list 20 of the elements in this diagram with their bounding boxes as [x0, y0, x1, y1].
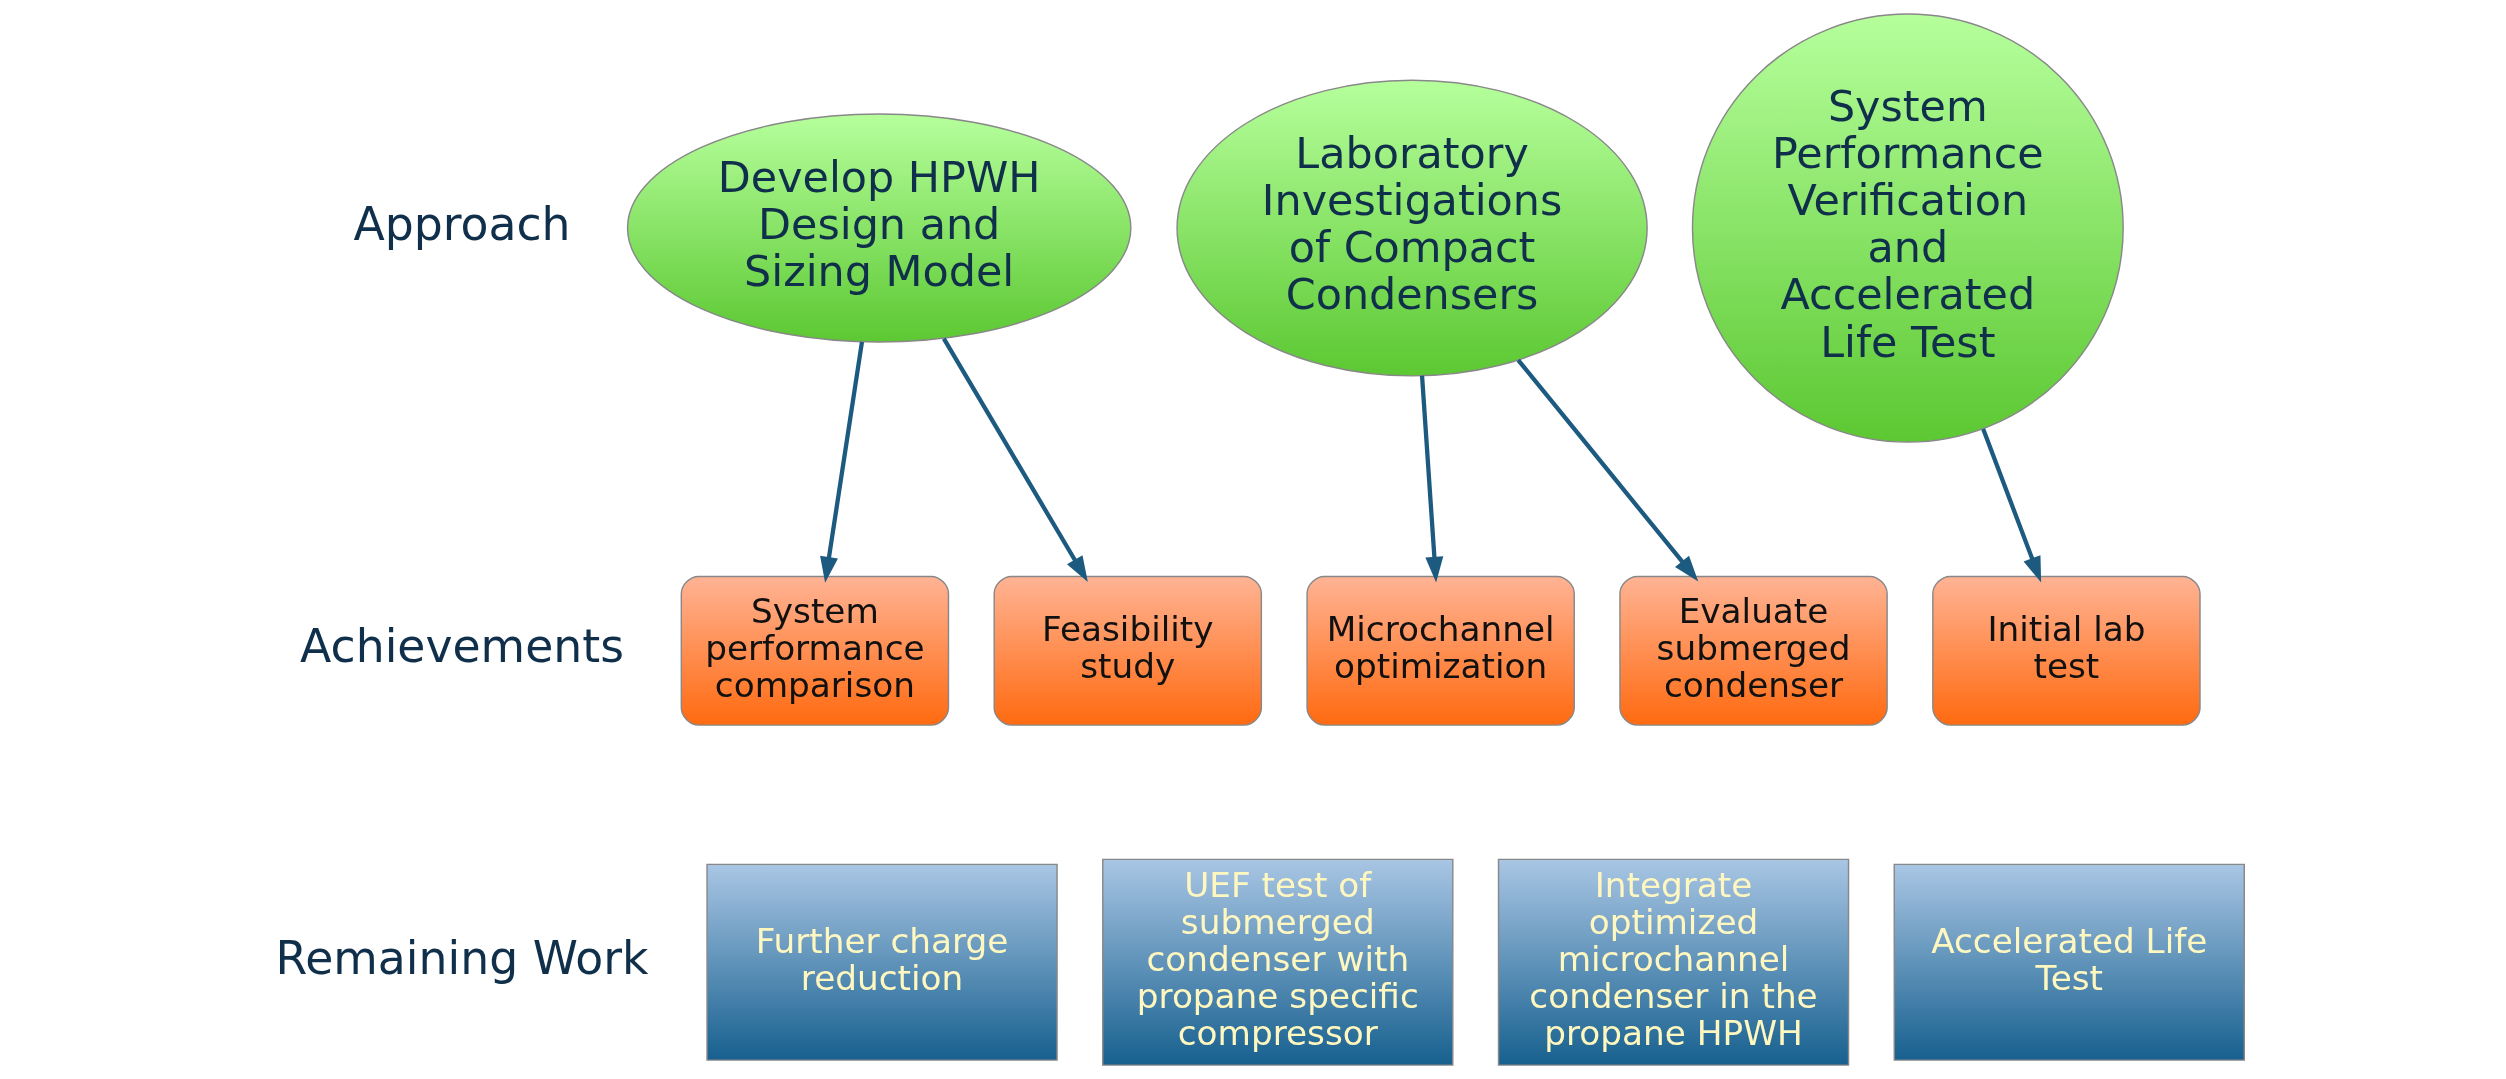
- arrow: [1980, 428, 2041, 583]
- node-box: System performance comparison: [680, 575, 949, 726]
- arrow: [819, 341, 864, 583]
- arrow: [941, 337, 1088, 582]
- node-ellipse: Laboratory Investigations of Compact Condensers: [1175, 79, 1648, 377]
- label: Achievements: [299, 620, 624, 674]
- node-box: Initial lab test: [1931, 575, 2201, 726]
- node-box: Feasibility study: [993, 575, 1262, 726]
- label: Remaining Work: [275, 931, 648, 985]
- label: Approach: [352, 197, 571, 251]
- node-box: Evaluate submerged condenser: [1618, 575, 1888, 726]
- node-box: Integrate optimized microchannel condenser in the propane HPWH: [1497, 858, 1849, 1066]
- node-box: Further charge reduction: [705, 863, 1058, 1061]
- arrow: [1419, 375, 1443, 583]
- node-box: UEF test of submerged condenser with propane specific compressor: [1101, 858, 1453, 1066]
- arrow: [1516, 358, 1698, 582]
- node-circle: System Performance Verification and Accelerated Life Test: [1691, 13, 2124, 443]
- node-ellipse: Develop HPWH Design and Sizing Model: [626, 113, 1132, 343]
- node-box: Accelerated Life Test: [1893, 863, 2245, 1061]
- node-box: Microchannel optimization: [1305, 575, 1575, 726]
